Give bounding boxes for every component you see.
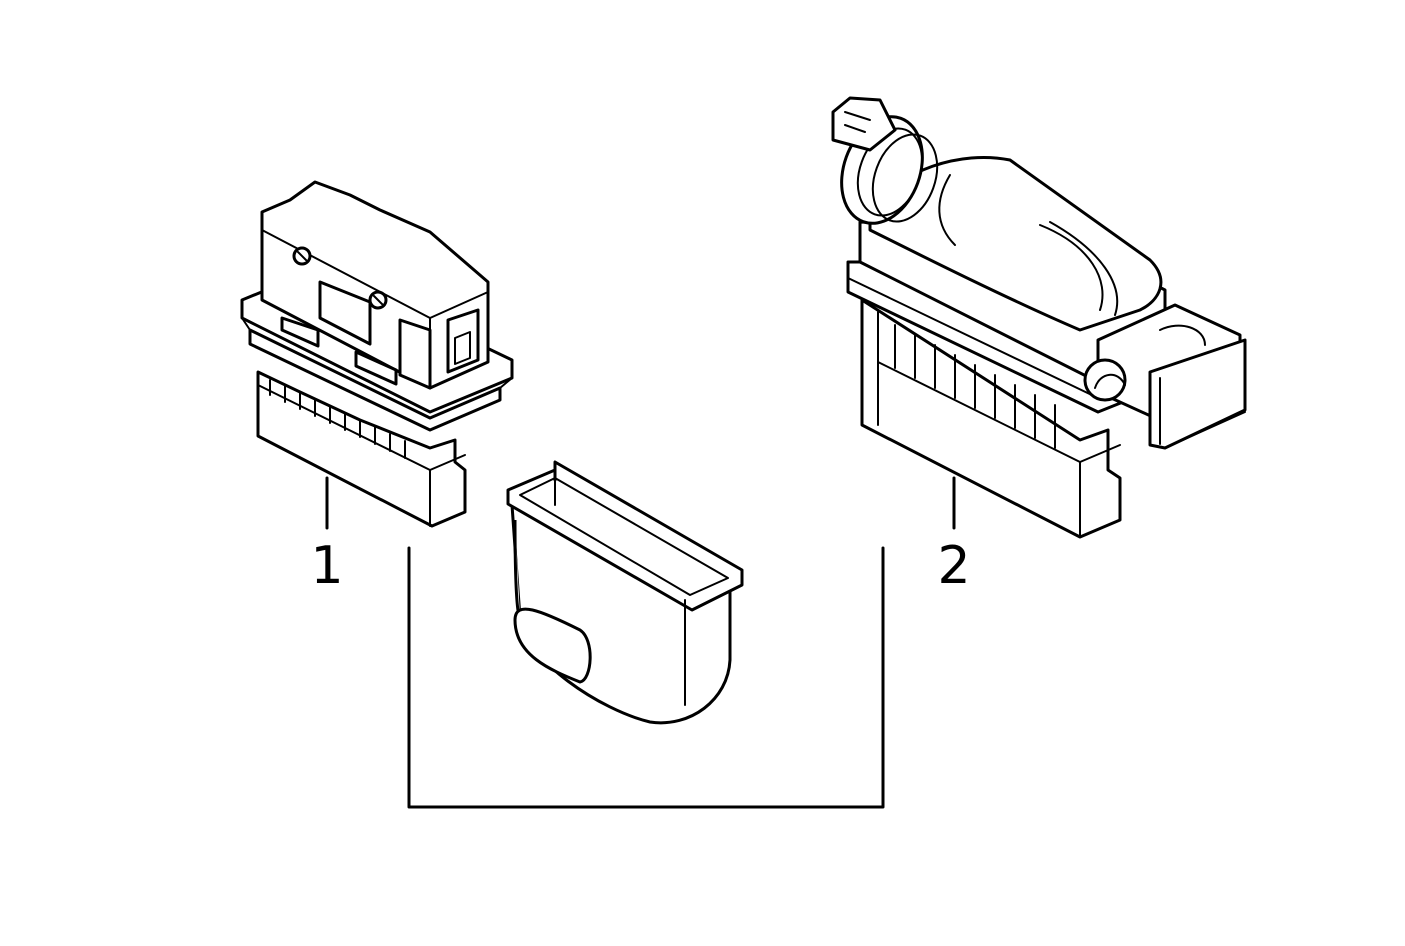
callout-2: 2 [937, 536, 970, 596]
part-1-housing [240, 180, 514, 528]
filter-element [506, 460, 744, 725]
callout-1: 1 [310, 536, 343, 596]
part-2-housing [831, 96, 1247, 539]
common-part-bracket [407, 546, 885, 809]
